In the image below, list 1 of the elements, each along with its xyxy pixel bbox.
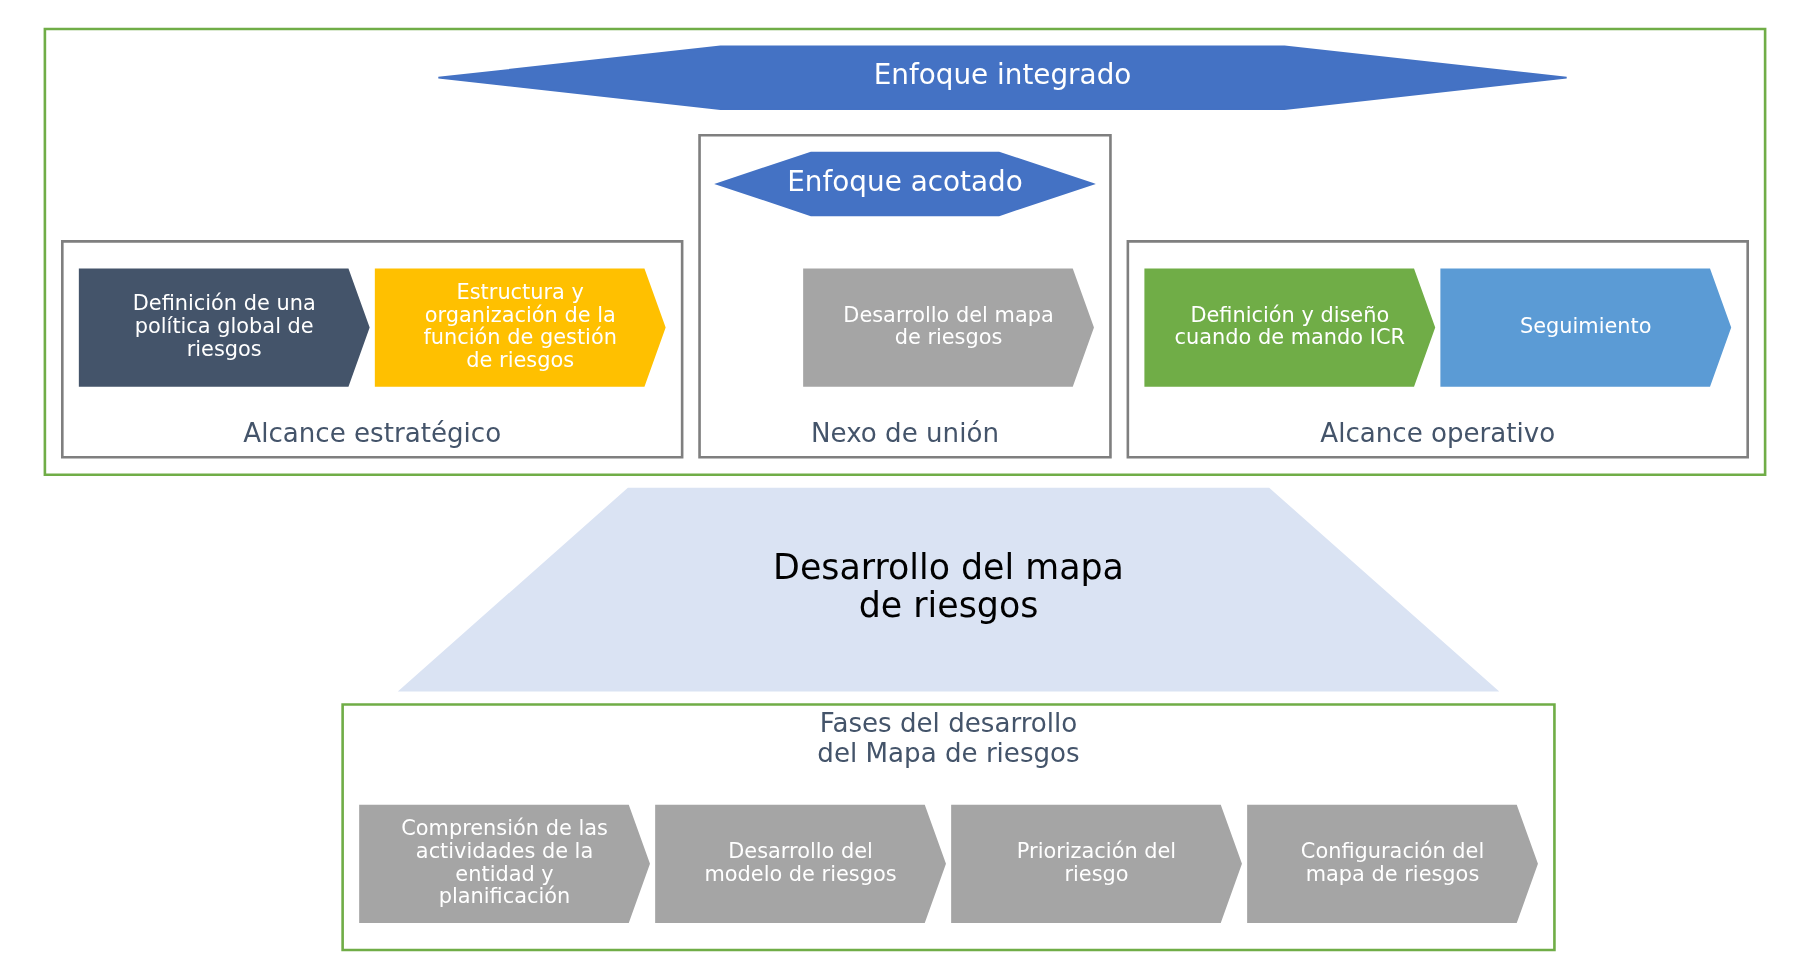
cluster	[43, 27, 1767, 476]
